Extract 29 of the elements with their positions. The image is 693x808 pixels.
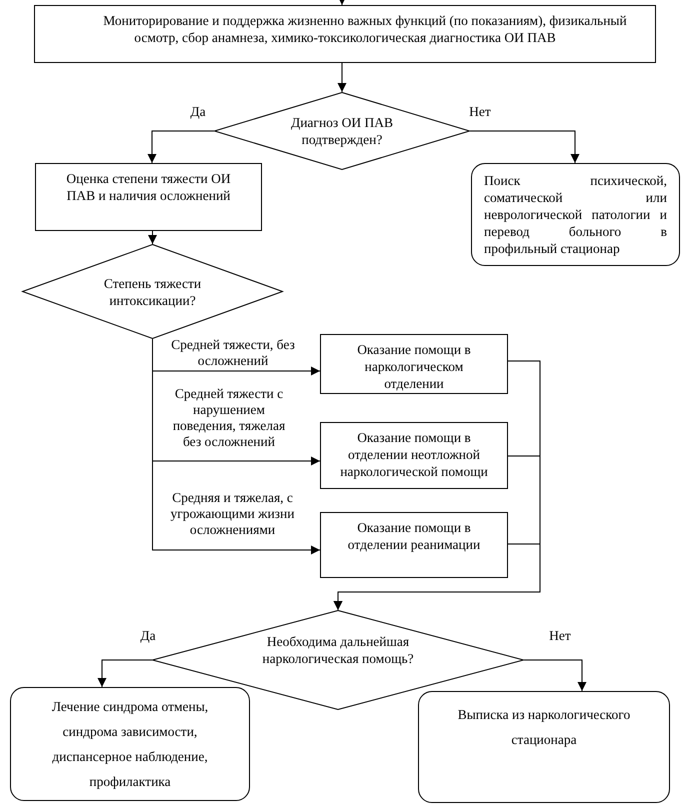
node-text: Оказание помощи в отделении неотложной наркологической помощи — [339, 429, 489, 480]
arrow — [148, 230, 157, 244]
node-text: Диагноз ОИ ПАВ подтвержден? — [290, 114, 394, 148]
terminal-box — [10, 687, 250, 801]
node-text: Выписка из наркологического стационара — [456, 706, 632, 749]
arrow — [470, 130, 580, 164]
process-box — [35, 163, 262, 231]
arrow — [334, 544, 540, 610]
node-text: Оценка степени тяжести ОИ ПАВ и наличия осложнений — [65, 170, 232, 204]
arrow — [98, 660, 152, 688]
node-text: Лечение синдрома отмены, синдрома зависимости, диспансерное наблюдение, профилактика — [50, 698, 210, 791]
terminal-box — [418, 691, 670, 803]
process-box — [320, 422, 508, 489]
arrow — [338, 62, 346, 92]
node-text: Необходима дальнейшая наркологическая помощь? — [261, 633, 415, 667]
node-text: Оказание помощи в отделении реанимации — [346, 519, 482, 553]
process-box — [34, 5, 656, 63]
node-text: Мониторирование и поддержка жизненно важных функций (по показаниям), физикальный осмотр, сбор анамнеза, химико-токсикологическая диагностика ОИ ПАВ — [102, 12, 628, 46]
node-text: Степень тяжести интоксикации? — [102, 274, 202, 308]
terminal-box — [471, 163, 680, 266]
arrow — [148, 130, 214, 164]
arrow — [524, 660, 586, 692]
arrow — [338, 0, 346, 6]
node-text: Оказание помощи в наркологическом отделении — [356, 341, 472, 392]
decision-diamond — [22, 244, 283, 339]
process-box — [320, 334, 508, 394]
process-box — [320, 512, 508, 578]
node-text: Поиск психической, соматической или неврологической патологии и перевод больного в профильный стационар — [484, 172, 667, 257]
decision-diamond — [214, 92, 470, 170]
